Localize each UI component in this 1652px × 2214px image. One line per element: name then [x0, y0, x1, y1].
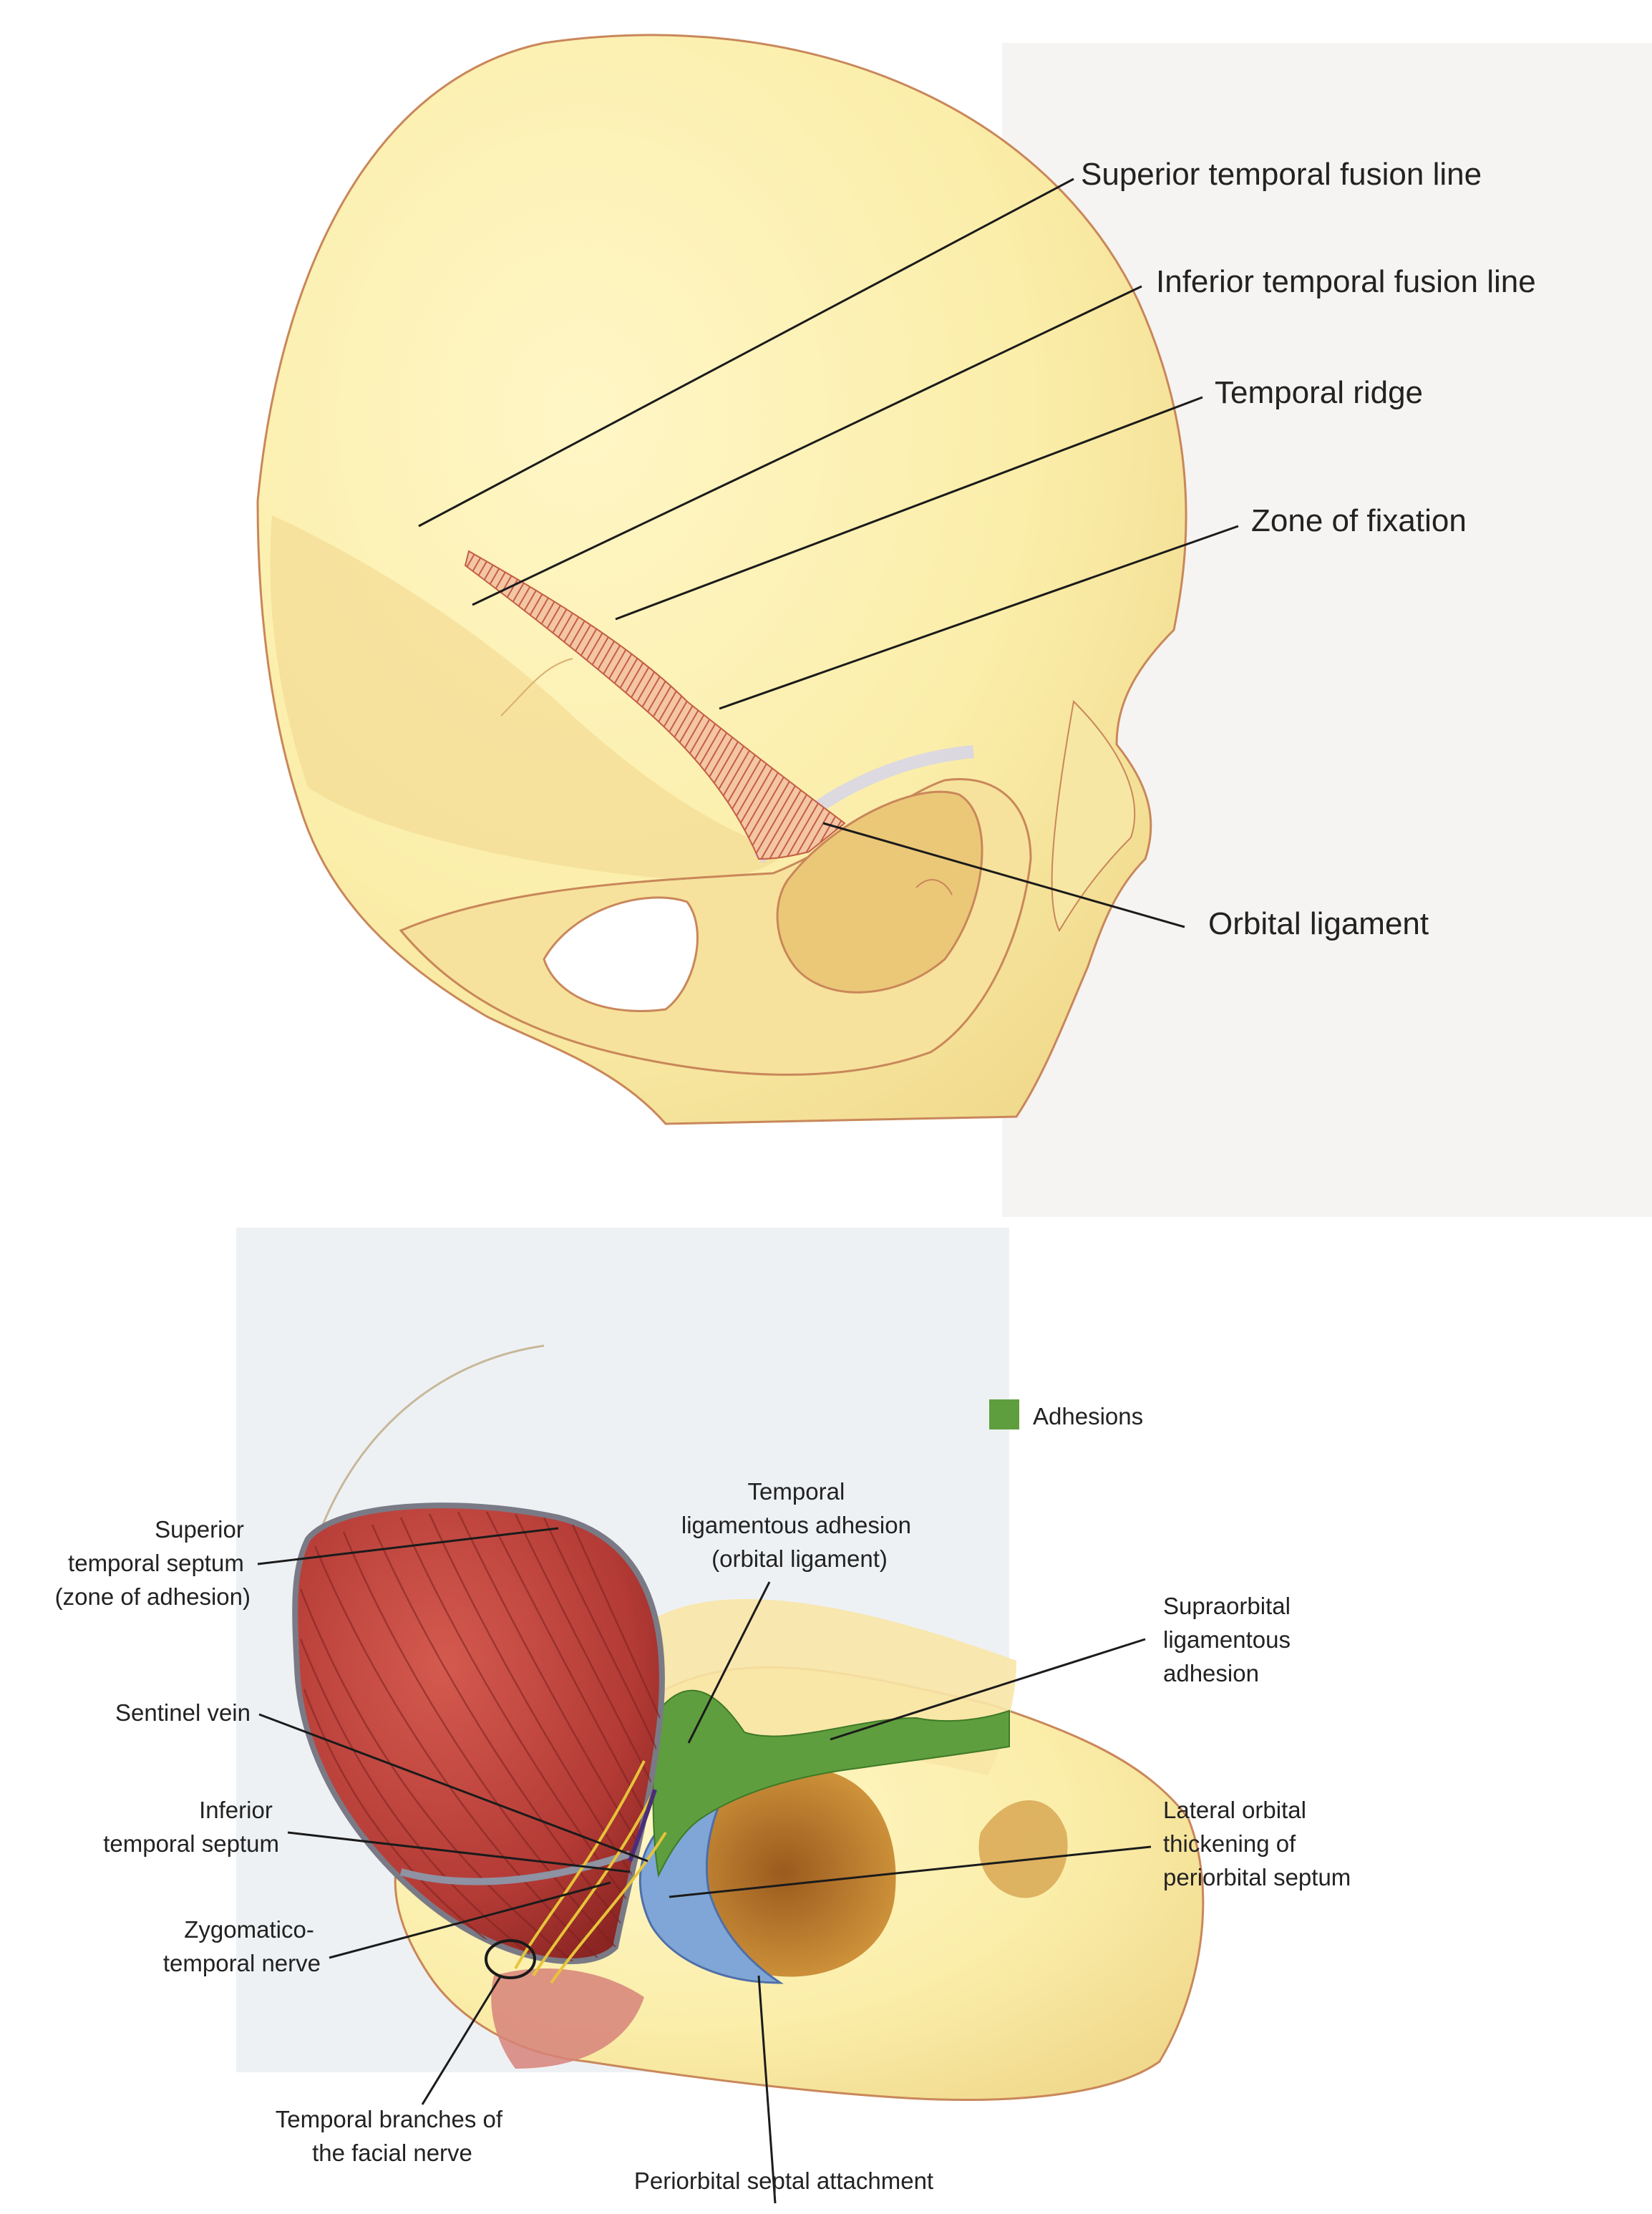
label-superior-temporal-fusion-line: Superior temporal fusion line: [1081, 157, 1482, 192]
leader-supraorbital-adhesion: [830, 1638, 1146, 1741]
label-temporal-ligamentous-adhesion: Temporal ligamentous adhesion (orbital l…: [681, 1478, 918, 1572]
bottom-orbit: [672, 1768, 896, 1977]
label-inferior-temporal-fusion-line: Inferior temporal fusion line: [1156, 264, 1536, 299]
leader-zone-of-fixation: [719, 525, 1239, 710]
nasal-bone: [1051, 699, 1136, 933]
label-zygomaticotemporal-nerve: Zygomatico- temporal nerve: [163, 1916, 321, 1976]
adhesion-band: [652, 1689, 1010, 1878]
label-zone-of-fixation: Zone of fixation: [1251, 503, 1467, 538]
leader-inferior-fusion-line: [472, 285, 1142, 606]
leader-sentinel-vein: [258, 1713, 648, 1863]
legend-swatch-adhesions: [989, 1399, 1019, 1429]
inferior-septum-band: [399, 1850, 631, 1885]
orbit-opening: [776, 790, 983, 994]
label-superior-temporal-septum: Superior temporal septum (zone of adhesi…: [55, 1516, 251, 1610]
lower-muscle: [491, 1968, 644, 2069]
bottom-second-orbit: [978, 1800, 1068, 1898]
bottom-leader-lines: [257, 1527, 1152, 2204]
legend: Adhesions: [989, 1399, 1143, 1429]
temporal-branches-marker: [485, 1939, 536, 1979]
top-leader-lines: [418, 178, 1239, 928]
suture-line: [915, 879, 953, 895]
leader-temporal-ridge: [615, 396, 1203, 621]
suture-line: [500, 658, 573, 717]
leader-superior-fusion-line: [418, 178, 1074, 528]
label-orbital-ligament: Orbital ligament: [1208, 906, 1429, 941]
leader-zygomaticotemporal-nerve: [329, 1881, 611, 1959]
label-temporal-ridge: Temporal ridge: [1215, 375, 1423, 410]
infratemporal-opening: [543, 896, 699, 1012]
label-periorbital-septal-attachment: Periorbital septal attachment: [634, 2167, 933, 2194]
temporalis-muscle: [292, 1502, 665, 1964]
legend-label-adhesions: Adhesions: [1033, 1403, 1143, 1429]
zone-of-fixation-hatch: [464, 550, 846, 860]
leader-periorbital-septal-attachment: [757, 1975, 777, 2204]
label-lateral-orbital-thickening: Lateral orbital thickening of periorbita…: [1163, 1797, 1351, 1890]
sentinel-vein: [628, 1789, 657, 1863]
temporal-fossa: [270, 515, 787, 880]
leader-superior-temporal-septum: [257, 1527, 559, 1565]
facial-nerve-branch: [550, 1831, 667, 1984]
facial-nerve-branch: [532, 1789, 656, 1977]
bottom-labels: Superior temporal septum (zone of adhesi…: [55, 1478, 1351, 2194]
leader-orbital-ligament: [822, 822, 1185, 928]
label-supraorbital-adhesion: Supraorbital ligamentous adhesion: [1163, 1593, 1297, 1686]
facial-nerve-branches: [514, 1760, 646, 1969]
label-inferior-temporal-septum: Inferior temporal septum: [103, 1797, 279, 1857]
label-sentinel-vein: Sentinel vein: [115, 1699, 251, 1726]
muscle-fibers: [299, 1511, 661, 1961]
leader-temporal-ligamentous-adhesion: [687, 1581, 771, 1744]
leader-inferior-temporal-septum: [287, 1831, 631, 1873]
top-labels: Superior temporal fusion line Inferior t…: [1081, 157, 1536, 941]
leader-temporal-branches: [421, 1975, 502, 2105]
label-temporal-branches: Temporal branches of the facial nerve: [276, 2106, 510, 2166]
bottom-illustration: [236, 1228, 1205, 2101]
leader-lateral-orbital-thickening: [669, 1845, 1152, 1898]
